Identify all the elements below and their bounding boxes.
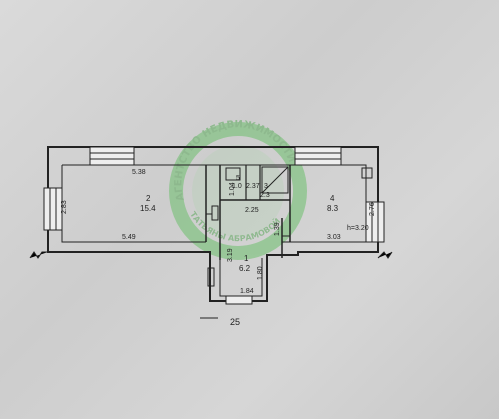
dim-room2-left: 2.83 xyxy=(61,200,68,214)
room-3-number: 3 xyxy=(264,183,268,190)
dim-corridor-bottom: 1.84 xyxy=(240,288,254,295)
dim-room2-bottom: 5.49 xyxy=(122,234,136,241)
dim-bath-left: 1.04 xyxy=(229,182,236,196)
dim-corridor-mid: 1.80 xyxy=(257,266,264,280)
room-1-area: 6.2 xyxy=(239,264,251,273)
dim-corridor-right: 1.39 xyxy=(274,222,281,236)
dim-corridor-left: 3.19 xyxy=(227,248,234,262)
room-3-area: 2.3 xyxy=(260,192,270,199)
dim-room2-top: 5.38 xyxy=(132,169,146,176)
room-5-area: 1.0 xyxy=(232,183,242,190)
dim-corridor-width: 2.25 xyxy=(245,207,259,214)
room-5-number: 5 xyxy=(236,175,240,182)
room-4-area: 8.3 xyxy=(327,204,339,213)
dim-room4-bottom: 3.03 xyxy=(327,234,341,241)
dim-bath-width: 2.37 xyxy=(246,183,260,190)
room-1-number: 1 xyxy=(244,254,249,263)
room-4-number: 4 xyxy=(330,194,335,203)
windows xyxy=(43,146,385,305)
room-2-number: 2 xyxy=(146,194,151,203)
room-labels: 2 15.4 4 8.3 1 6.2 3 2.3 5 1.0 xyxy=(140,175,339,273)
bottom-label: 25 xyxy=(230,317,240,327)
ceiling-height: h=3.20 xyxy=(347,225,369,232)
ground-marks xyxy=(29,251,393,319)
fixtures xyxy=(206,166,373,287)
dim-room4-right: 2.76 xyxy=(369,202,376,216)
room-2-area: 15.4 xyxy=(140,204,156,213)
